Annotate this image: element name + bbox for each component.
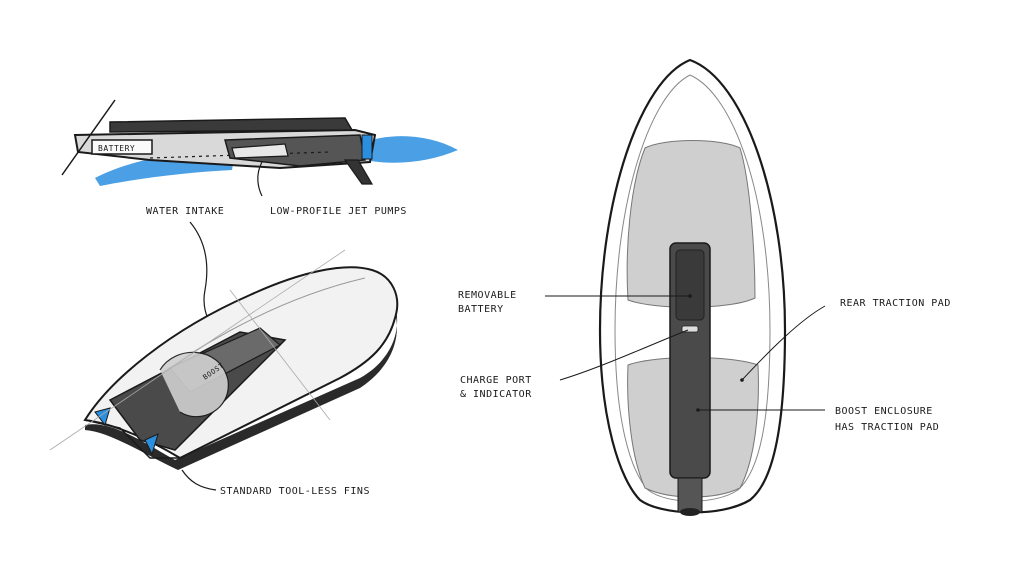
side-view-sketch: BATTERY [61, 99, 458, 186]
label-jet-pumps: LOW-PROFILE JET PUMPS [270, 206, 407, 217]
top-view-sketch [598, 58, 787, 516]
label-charge-port-line2: & INDICATOR [460, 389, 532, 400]
side-nozzle [361, 134, 373, 160]
leader-dot-battery [688, 294, 692, 298]
perspective-construction-line-2 [229, 289, 331, 421]
leader-rear-pad [741, 305, 826, 381]
label-tool-less-fins: STANDARD TOOL-LESS FINS [220, 486, 370, 497]
side-nose-line [61, 99, 116, 176]
leader-jet-pumps [257, 161, 263, 197]
side-battery-label: BATTERY [98, 144, 135, 153]
leader-dot-boost [696, 408, 700, 412]
label-boost-enclosure-line1: BOOST ENCLOSURE [835, 406, 933, 417]
top-tail-cap [680, 508, 700, 516]
label-boost-enclosure-line2: HAS TRACTION PAD [835, 422, 939, 433]
label-removable-battery-line1: REMOVABLE [458, 290, 517, 301]
side-battery-box [91, 139, 153, 155]
water-spray-rear [365, 136, 458, 163]
label-water-intake: WATER INTAKE [146, 206, 224, 217]
top-front-traction-pad [626, 140, 756, 308]
top-battery-panel [675, 249, 705, 321]
label-removable-battery-line2: BATTERY [458, 304, 504, 315]
side-dotted-axis [149, 151, 331, 159]
leader-tool-less-fins [181, 469, 217, 491]
side-fin [343, 159, 374, 185]
perspective-construction-line-1 [49, 249, 346, 451]
perspective-intake-oval [159, 351, 229, 418]
side-deck [109, 117, 354, 133]
label-charge-port-line1: CHARGE PORT [460, 375, 532, 386]
leader-charge-port [559, 329, 689, 381]
leader-dot-rear-pad [740, 378, 744, 382]
label-rear-traction-pad: REAR TRACTION PAD [840, 298, 951, 309]
perspective-view-sketch: BOOST [49, 249, 399, 470]
top-tail-strap [677, 477, 703, 513]
perspective-tail-notch [84, 419, 180, 459]
perspective-fin-right [144, 433, 159, 456]
perspective-board-shadow [85, 305, 398, 470]
side-jet-detail [231, 143, 289, 159]
